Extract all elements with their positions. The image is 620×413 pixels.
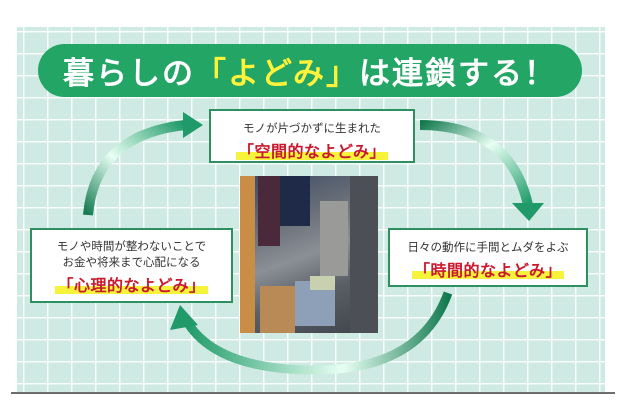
psychological-tag: 「心理的なよどみ」 (55, 272, 208, 296)
divider-line (11, 392, 615, 394)
title-banner: 暮らしの 「よどみ」 は連鎖する！ (38, 44, 582, 97)
spatial-stagnation-box: モノが片づかずに生まれた 「空間的なよどみ」 (209, 109, 415, 163)
temporal-stagnation-box: 日々の動作に手間とムダをよぶ 「時間的なよどみ」 (388, 228, 588, 287)
title-prefix: 暮らしの (62, 56, 195, 92)
title-suffix: は連鎖する！ (359, 56, 558, 92)
arrow-top-to-right-icon (419, 120, 544, 221)
arrow-right-to-left-icon (170, 291, 453, 375)
temporal-tag: 「時間的なよどみ」 (411, 257, 565, 281)
psychological-lead-2: お金や将来まで心配になる (62, 255, 201, 269)
title-highlight: 「よどみ」 (194, 56, 360, 92)
cluttered-closet-photo (240, 176, 378, 333)
spatial-lead: モノが片づかずに生まれた (243, 121, 381, 135)
temporal-lead: 日々の動作に手間とムダをよぶ (407, 240, 569, 254)
spatial-tag: 「空間的なよどみ」 (235, 138, 389, 162)
psychological-lead-1: モノや時間が整わないことで (56, 239, 207, 253)
arrow-left-to-top-icon (83, 112, 203, 216)
psychological-stagnation-box: モノや時間が整わないことで お金や将来まで心配になる 「心理的なよどみ」 (30, 228, 233, 303)
